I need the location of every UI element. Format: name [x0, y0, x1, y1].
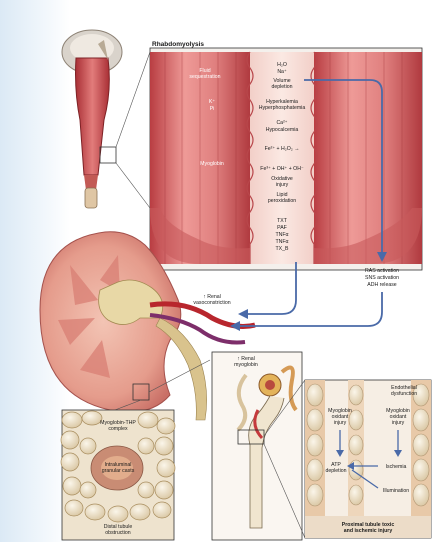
nephron-panel [212, 352, 302, 540]
ras-activation-label: RAS activation [365, 268, 399, 274]
myoglobin-oxidant-b-3: injury [392, 420, 405, 426]
mediator-3: TNFα [275, 232, 288, 238]
hyperphosphatemia-label: Hyperphosphatemia [259, 105, 306, 111]
mediator-4: TNFα [275, 239, 288, 245]
mediator-2: PAF [277, 225, 287, 231]
fenton-reaction-2: Fe³⁺ + OH⁺ + OH⁻ [260, 166, 304, 172]
renal-vasoconstriction-2: vasoconstriction [193, 300, 230, 306]
proximal-injury-2: and ischemic injury [344, 528, 393, 534]
water-label: H₂O [277, 62, 287, 68]
muscle-illustration [62, 30, 122, 208]
adh-release-label: ADH release [367, 282, 397, 288]
distal-obstruction-2: obstruction [105, 530, 130, 536]
mediator-5: TX_B [276, 246, 290, 252]
cast-complex-2: complex [108, 426, 128, 432]
phosphate-label: Pi [210, 106, 215, 112]
volume-label-2: depletion [271, 84, 292, 90]
fenton-reaction-1: Fe²⁺ + H₂O₂ → [265, 146, 300, 152]
renal-myoglobin-2: myoglobin [234, 362, 258, 368]
potassium-label: K⁺ [209, 99, 215, 105]
lipid-label-2: peroxidation [268, 198, 296, 204]
cast-intraluminal-2: granular casts [102, 468, 135, 474]
figure-title: Rhabdomyolysis [152, 41, 204, 48]
illumination-label: Illumination [383, 488, 409, 494]
ischemia-label: Ischemia [386, 464, 407, 470]
mediator-1: TXT [277, 218, 288, 224]
hypocalcemia-label: Hypocalcemia [266, 127, 299, 133]
tubule-panel [305, 380, 431, 538]
myoglobin-label: Myoglobin [200, 161, 224, 167]
oxidative-label-2: injury [276, 182, 289, 188]
sodium-label: Na⁺ [277, 69, 287, 75]
sns-activation-label: SNS activation [365, 275, 399, 281]
fluid-label-2: sequestration [189, 74, 220, 80]
atp-label-2: depletion [325, 468, 346, 474]
calcium-label: Ca²⁺ [276, 120, 287, 126]
endothelial-label-2: dysfunction [391, 391, 417, 397]
myoglobin-oxidant-a-3: injury [334, 420, 347, 426]
